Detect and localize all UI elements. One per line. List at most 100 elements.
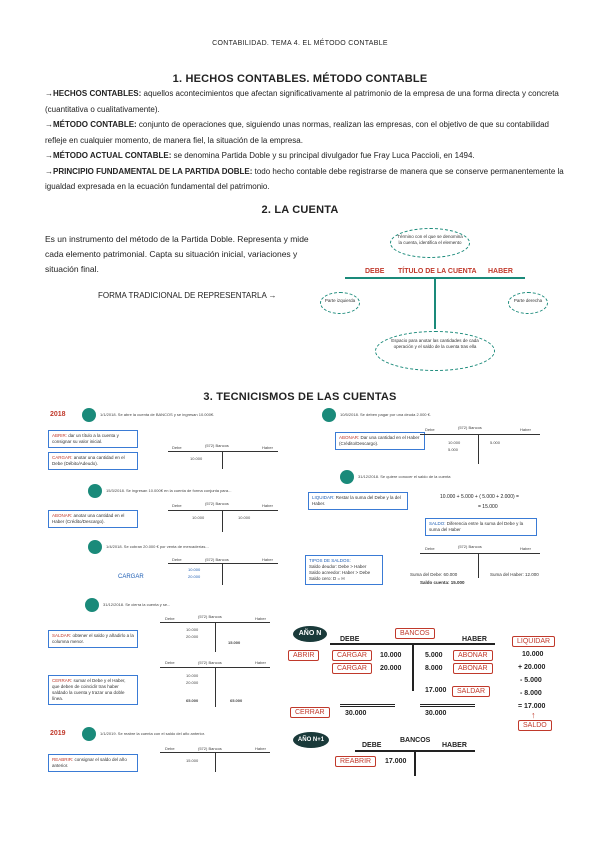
liquidar-line-2: + 20.000	[518, 664, 546, 671]
section-1-body: →HECHOS CONTABLES: aquellos acontecimien…	[45, 86, 565, 195]
right-note-bubble: Parte derecha	[508, 292, 548, 314]
principio-paragraph: →PRINCIPIO FUNDAMENTAL DE LA PARTIDA DOB…	[45, 164, 565, 195]
big-t-abrir: ABRIR	[288, 650, 320, 661]
rt1-hline	[420, 434, 540, 435]
t4-vline	[215, 622, 216, 652]
rt2-hline	[420, 553, 540, 554]
big-t-haber: HABER	[462, 636, 487, 643]
rt1-debe: Debe	[425, 427, 435, 432]
liquidar-tag: LIQUIDAR	[512, 636, 556, 647]
t4-haber: Haber	[255, 616, 266, 621]
rt2-debe: Debe	[425, 546, 435, 551]
metodo-actual-label: →MÉTODO ACTUAL CONTABLE:	[45, 151, 172, 160]
t3-haber: Haber	[262, 557, 273, 562]
t2-big-bancos: BANCOS	[400, 737, 431, 744]
abrir-label: ABRIR:	[52, 433, 68, 438]
t4-value-3: 15.000	[228, 640, 241, 645]
t2-value-debe: 10.000	[192, 515, 205, 520]
right-abonar-text: Dar una cantidad en el Haber (Crédito/De…	[339, 435, 420, 446]
t6-value: 15.000	[186, 758, 199, 763]
t1-title: (572) Bancos	[205, 443, 229, 448]
cerrar-label: CERRAR:	[52, 678, 73, 683]
cuenta-title-label: TÍTULO DE LA CUENTA	[398, 268, 477, 275]
metodo-actual-paragraph: →MÉTODO ACTUAL CONTABLE: se denomina Par…	[45, 148, 565, 164]
hechos-paragraph: →HECHOS CONTABLES: aquellos acontecimien…	[45, 86, 565, 117]
t3-hline	[168, 563, 278, 564]
t2-vline	[222, 510, 223, 532]
year-n-badge: AÑO N	[293, 626, 327, 642]
bottom-note-bubble: Espacio para anotar las cantidades de ca…	[375, 331, 495, 371]
t5-vline	[215, 667, 216, 707]
t2-hline	[168, 510, 278, 511]
t2-title: (572) Bancos	[205, 501, 229, 506]
cerrar-text: sumar el Debe y el Haber, que deben de c…	[52, 678, 126, 701]
t4-value-1: 10.000	[186, 627, 199, 632]
item6-date: 1/1/2019. Se reabre la cuenta con el sal…	[100, 731, 205, 736]
rt1-vline	[478, 434, 479, 464]
big-t-bancos: BANCOS	[395, 628, 435, 639]
big-t-total-haber: 30.000	[425, 710, 447, 717]
section-2-title: 2. LA CUENTA	[261, 204, 339, 216]
hechos-text: aquellos acontecimientos que afectan sig…	[45, 89, 559, 114]
reabrir-definition: REABRIR: consignar el saldo del año ante…	[48, 754, 138, 772]
t2-value-haber: 10.000	[238, 515, 251, 520]
rt2-title: (572) Bancos	[458, 544, 482, 549]
t5-total-haber: 65.000	[230, 698, 243, 703]
reabrir-label: REABRIR:	[52, 757, 74, 762]
t2-big-debe: DEBE	[362, 742, 382, 749]
big-t-cerrar: CERRAR	[290, 707, 330, 718]
metodo-text: conjunto de operaciones que, siguiendo u…	[45, 120, 549, 145]
big-t-abonar-1: ABONAR	[453, 650, 493, 661]
saldo-def-label: SALDO:	[429, 521, 446, 526]
t5-haber: Haber	[255, 660, 266, 665]
cargar-text: anotar una cantidad en el Debe (Débito/A…	[52, 455, 125, 466]
abonar-definition: ABONAR: anotar una cantidad en el Haber …	[48, 510, 138, 528]
tipo-saldo-deudor: Saldo deudor: Debe > Haber	[309, 564, 367, 569]
cargar-definition: CARGAR: anotar una cantidad en el Debe (…	[48, 452, 138, 470]
liquidar-line-4: - 8.000	[520, 690, 542, 697]
big-t-debe: DEBE	[340, 636, 360, 643]
saldar-text: obtener el saldo y añadirlo a la columna…	[52, 633, 134, 644]
abrir-text: dar un título a la cuenta y consignar su…	[52, 433, 119, 444]
item1-date: 1/1/2018. Se abre la cuenta de BANCOS y …	[100, 412, 215, 417]
rt1-value-1: 10.000	[448, 440, 461, 445]
right-note-text: Parte derecha	[513, 298, 543, 303]
right-date-1: 10/5/2018. Se deben pagar por una deuda …	[340, 412, 431, 417]
year-2019-label: 2019	[50, 730, 66, 737]
saldo-cuenta: Saldo cuenta: 15.000	[420, 580, 465, 585]
t-account-vertical-line	[434, 277, 436, 329]
item3-date: 1/4/2018. Se cobran 20.000 € por venta d…	[106, 544, 209, 549]
t4-title: (572) Bancos	[198, 614, 222, 619]
tipo-saldo-cero: Saldo cero: D = H	[309, 576, 345, 581]
calendar-icon	[88, 540, 102, 554]
hechos-label: →HECHOS CONTABLES:	[45, 89, 142, 98]
item2-date: 15/3/2018. Se ingresan 10.000€ en la cue…	[106, 488, 232, 493]
t2-big-reabrir: REABRIR	[335, 756, 377, 767]
big-t-haber-1: 5.000	[425, 652, 443, 659]
item4-date: 31/12/2018. Se cierra la cuenta y se...	[103, 602, 171, 607]
t5-debe: Debe	[165, 660, 175, 665]
suma-debe: Suma del Debe: 60.000	[410, 572, 458, 577]
calendar-icon	[82, 727, 96, 741]
t5-value-2: 20.000	[186, 680, 199, 685]
liquidar-line-1: 10.000	[522, 651, 544, 658]
abonar-label: ABONAR:	[52, 513, 73, 518]
big-t-abonar-2: ABONAR	[453, 663, 493, 674]
suma-haber: Suma del Haber: 12.000	[490, 572, 539, 577]
right-abonar-label: ABONAR:	[339, 435, 360, 440]
saldo-def-text: Diferencia entre la suma del Debe y la s…	[429, 521, 524, 532]
t2-big-vline	[414, 750, 416, 776]
t2-haber: Haber	[262, 503, 273, 508]
t4-debe: Debe	[165, 616, 175, 621]
liquidar-calc: 10.000 + 5.000 + ( 5.000 + 2.000) =	[440, 494, 519, 500]
saldar-label: SALDAR:	[52, 633, 72, 638]
big-t-double-line-right	[420, 704, 475, 707]
big-t-double-line-left	[340, 704, 395, 707]
metodo-paragraph: →MÉTODO CONTABLE: conjunto de operacione…	[45, 117, 565, 148]
t3-value-1: 10.000	[188, 567, 201, 572]
t2-big-value: 17.000	[385, 758, 407, 765]
calendar-icon	[82, 408, 96, 422]
liquidar-line-5: = 17.000	[518, 703, 546, 710]
t5-total-debe: 65.000	[186, 698, 199, 703]
calendar-icon	[322, 408, 336, 422]
